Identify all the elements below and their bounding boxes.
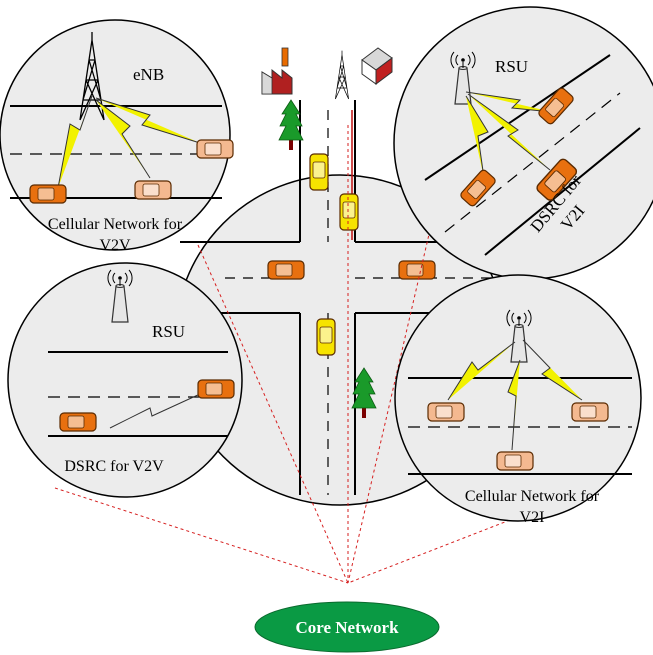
core-links	[54, 125, 511, 584]
lightning-link-icon	[95, 99, 151, 179]
road-edge	[424, 54, 611, 181]
car-icon	[134, 180, 172, 200]
car-icon	[427, 402, 465, 422]
car-icon	[309, 153, 329, 191]
cellular-v2i-panel: Cellular Network for V2I	[394, 274, 642, 526]
rsu-label: RSU	[495, 57, 528, 76]
car-icon	[398, 260, 436, 280]
panel-title: Cellular Network for	[48, 216, 183, 233]
core-link	[347, 229, 431, 584]
tree-icon	[351, 367, 377, 418]
car-icon	[571, 402, 609, 422]
panel-title: V2V	[99, 237, 131, 254]
core-link	[347, 519, 511, 584]
car-icon	[196, 139, 234, 159]
core-link	[197, 244, 349, 584]
lane-divider	[444, 92, 621, 233]
cellular-v2v-panel: eNB Cellular Network for V2V	[0, 19, 234, 254]
car-icon	[197, 379, 235, 399]
lightning-link-icon	[465, 91, 553, 113]
lightning-link-icon	[467, 93, 551, 171]
lightning-link-icon	[95, 97, 201, 144]
panel-title: V2I	[520, 509, 545, 526]
rsu-label: RSU	[152, 322, 185, 341]
tree-icon	[278, 99, 304, 150]
lightning-link-icon	[465, 95, 489, 179]
car-icon	[59, 412, 97, 432]
road-edge	[484, 127, 641, 256]
lightning-link-icon	[522, 339, 583, 401]
panel-circle	[393, 6, 653, 280]
lightning-link-icon	[57, 95, 93, 189]
core-link	[54, 487, 349, 584]
house-icon	[361, 47, 393, 85]
panel-circle	[7, 262, 243, 498]
core-network-ellipse	[254, 601, 440, 653]
car-icon	[496, 451, 534, 471]
car-icon	[339, 193, 359, 231]
core-network-label: Core Network	[295, 618, 399, 637]
core-network-node: Core Network	[254, 601, 440, 653]
car-icon	[29, 184, 67, 204]
enb-label: eNB	[133, 65, 164, 84]
lightning-link-icon	[507, 359, 521, 451]
dsrc-v2i-panel: RSU DSRC for V2I	[393, 6, 653, 280]
cell-tower-icon	[335, 50, 349, 100]
car-icon	[316, 318, 336, 356]
lightning-link-icon	[447, 341, 516, 401]
panel-title: Cellular Network for	[465, 488, 600, 505]
lightning-link-icon	[109, 393, 201, 429]
dsrc-v2v-panel: RSU DSRC for V2V	[7, 262, 243, 498]
car-icon	[267, 260, 305, 280]
panel-title: DSRC for V2V	[64, 458, 164, 475]
factory-icon	[261, 47, 293, 95]
panel-circle	[394, 274, 642, 522]
